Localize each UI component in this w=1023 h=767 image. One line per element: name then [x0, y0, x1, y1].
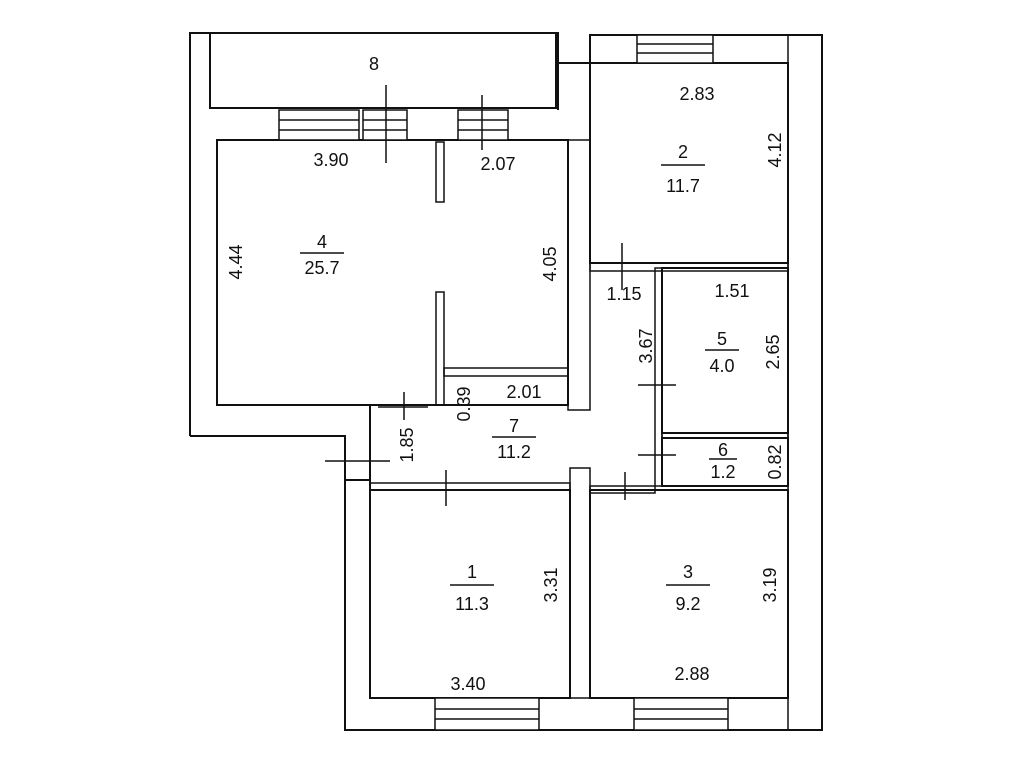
dimension-label: 1.51 — [714, 281, 749, 301]
room-label-4: 4 25.7 — [300, 232, 344, 278]
window — [636, 34, 714, 64]
room-number: 1 — [467, 562, 477, 582]
dimension-label: 2.07 — [480, 154, 515, 174]
door-marks — [325, 85, 676, 506]
room-label-8: 8 — [369, 54, 379, 74]
dimension-label: 3.31 — [541, 567, 561, 602]
dimension-label: 3.90 — [313, 150, 348, 170]
dimension-label: 4.12 — [765, 132, 785, 167]
room-label-5: 5 4.0 — [705, 329, 739, 376]
room-number: 7 — [509, 416, 519, 436]
dimension-labels: 3.90 2.07 4.44 4.05 2.83 4.12 1.51 2.65 … — [226, 84, 785, 694]
room-label-6: 6 1.2 — [709, 440, 737, 482]
dimension-label: 4.44 — [226, 244, 246, 279]
room-area: 1.2 — [710, 462, 735, 482]
room-area: 25.7 — [304, 258, 339, 278]
dimension-label: 1.85 — [397, 427, 417, 462]
dimension-label: 2.01 — [506, 382, 541, 402]
dimension-label: 2.65 — [763, 334, 783, 369]
room-area: 11.2 — [497, 442, 531, 462]
room-number: 6 — [718, 440, 728, 460]
dimension-label: 0.39 — [454, 386, 474, 421]
window — [457, 109, 509, 141]
room-area: 9.2 — [675, 594, 700, 614]
dimension-label: 3.67 — [636, 328, 656, 363]
room-label-2: 2 11.7 — [661, 142, 705, 196]
room-number: 3 — [683, 562, 693, 582]
room-number: 4 — [317, 232, 327, 252]
room-area: 11.3 — [455, 594, 489, 614]
room-label-1: 1 11.3 — [450, 562, 494, 614]
room-number: 5 — [717, 329, 727, 349]
room-label-3: 3 9.2 — [666, 562, 710, 614]
room-label-7: 7 11.2 — [492, 416, 536, 462]
window — [362, 109, 408, 141]
room-area: 11.7 — [666, 176, 700, 196]
dimension-label: 2.88 — [674, 664, 709, 684]
dimension-label: 3.19 — [760, 567, 780, 602]
room-area: 4.0 — [709, 356, 734, 376]
windows — [278, 34, 729, 731]
room-number: 2 — [678, 142, 688, 162]
room-number: 8 — [369, 54, 379, 74]
dimension-label: 2.83 — [679, 84, 714, 104]
window — [434, 697, 540, 731]
dimension-label: 1.15 — [606, 284, 641, 304]
dimension-label: 0.82 — [765, 444, 785, 479]
window — [633, 697, 729, 731]
dimension-label: 3.40 — [450, 674, 485, 694]
window — [278, 109, 360, 141]
dimension-label: 4.05 — [540, 246, 560, 281]
